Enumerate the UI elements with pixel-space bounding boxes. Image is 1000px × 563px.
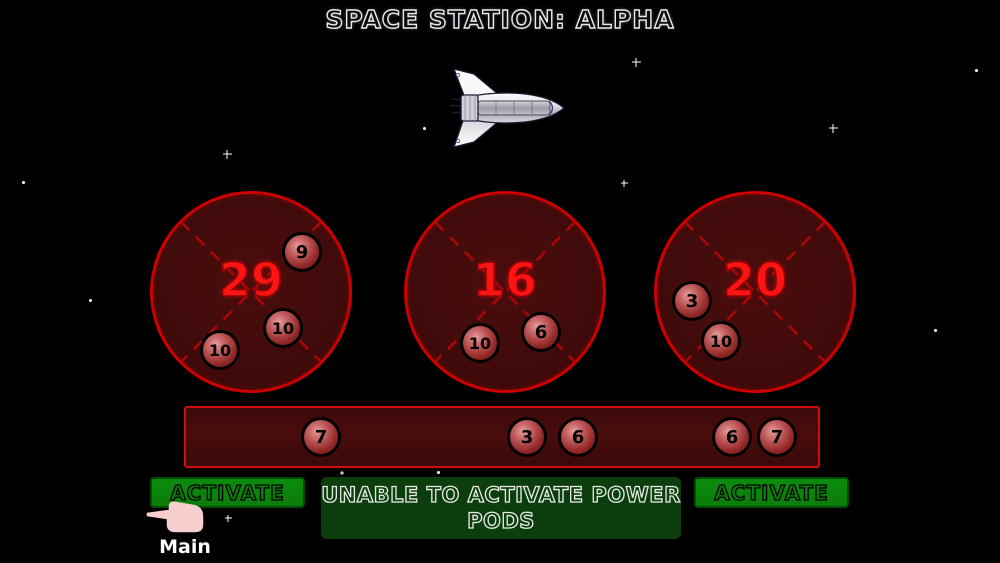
power-pod-1[interactable]: 29 xyxy=(150,191,352,393)
power-pod-2[interactable]: 16 xyxy=(404,191,606,393)
space-shuttle-icon xyxy=(420,58,575,158)
pod-3-value: 20 xyxy=(722,253,788,307)
pod-3-ball[interactable]: 10 xyxy=(701,321,741,361)
star xyxy=(21,180,25,184)
pod-1-ball[interactable]: 9 xyxy=(282,232,322,272)
activate-button-right[interactable]: ACTIVATE xyxy=(694,477,849,508)
status-message-line-1: UNABLE TO ACTIVATE POWER xyxy=(321,482,681,507)
tray-ball[interactable]: 7 xyxy=(301,417,341,457)
status-message: UNABLE TO ACTIVATE POWER PODS xyxy=(321,477,681,539)
star xyxy=(224,514,232,522)
pod-1-ball[interactable]: 10 xyxy=(263,308,303,348)
star xyxy=(631,57,641,67)
cursor-label: Main xyxy=(159,536,211,558)
pod-2-ball[interactable]: 10 xyxy=(460,323,500,363)
star xyxy=(933,328,937,332)
star xyxy=(828,123,838,133)
pod-2-ball[interactable]: 6 xyxy=(521,312,561,352)
pointing-hand-icon xyxy=(146,500,206,534)
pod-2-value: 16 xyxy=(472,253,538,307)
pod-3-ball[interactable]: 3 xyxy=(672,281,712,321)
star xyxy=(620,179,628,187)
tray-ball[interactable]: 6 xyxy=(712,417,752,457)
star xyxy=(340,471,344,475)
pod-cross-lines xyxy=(684,221,826,363)
tray-ball[interactable]: 3 xyxy=(507,417,547,457)
pod-cross-lines xyxy=(434,221,576,363)
tray-ball[interactable]: 7 xyxy=(757,417,797,457)
status-message-line-2: PODS xyxy=(466,508,535,533)
star xyxy=(222,149,232,159)
star xyxy=(974,68,978,72)
pod-1-value: 29 xyxy=(218,253,284,307)
pod-1-ball[interactable]: 10 xyxy=(200,330,240,370)
star xyxy=(436,470,440,474)
star xyxy=(88,298,92,302)
tray-ball[interactable]: 6 xyxy=(558,417,598,457)
page-title: SPACE STATION: ALPHA xyxy=(325,4,675,34)
